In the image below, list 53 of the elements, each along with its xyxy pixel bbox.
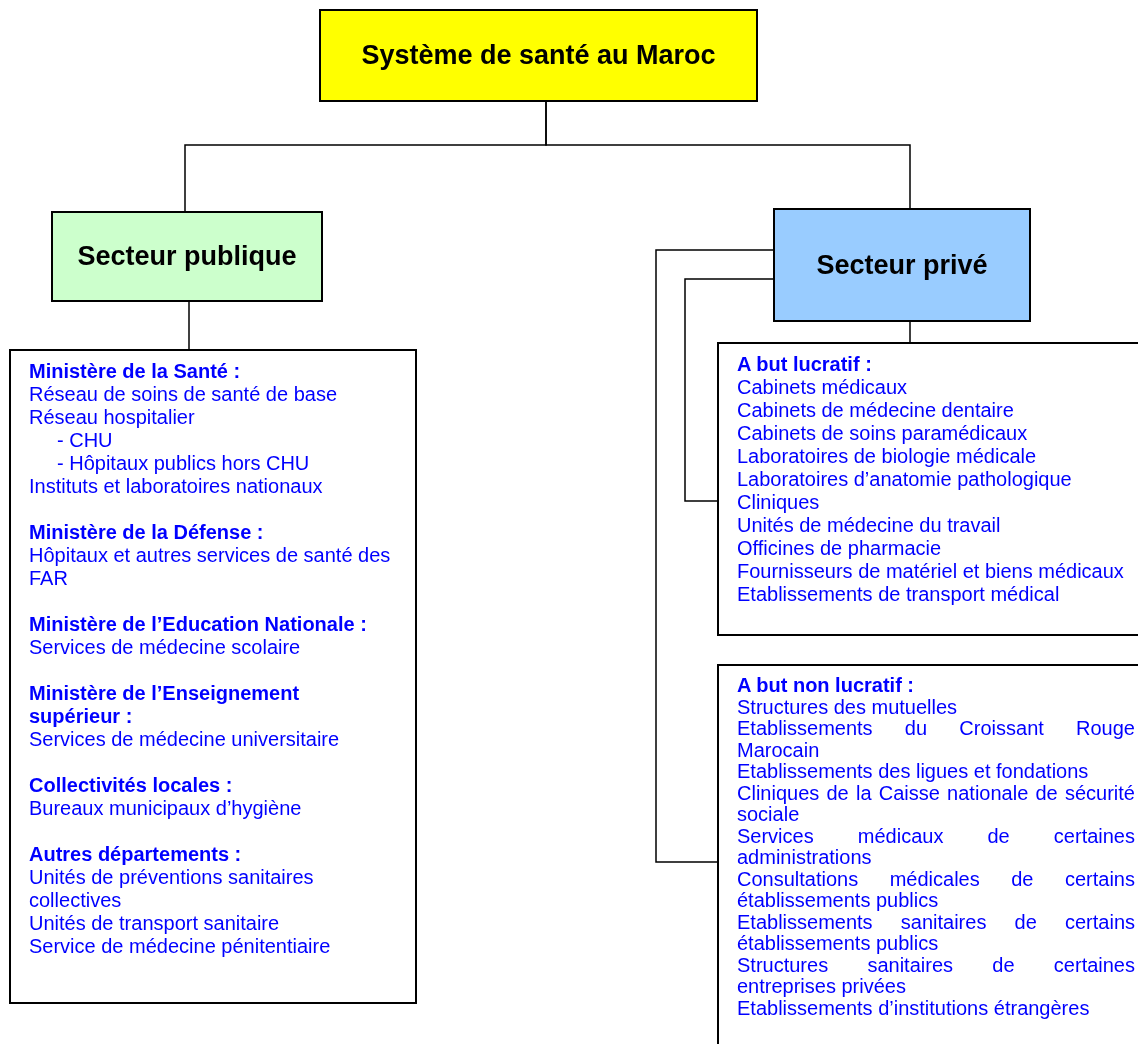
list-item: Officines de pharmacie (737, 537, 943, 560)
list-item: Etablissements sanitaires de certains établissements publics (737, 911, 1135, 955)
list-item: Unités de préventions sanitaires collectives (29, 866, 315, 912)
section-heading: Ministère de la Santé : (29, 360, 242, 383)
list-item: Hôpitaux et autres services de santé des FAR (29, 544, 392, 590)
list-item: Bureaux municipaux d’hygiène (29, 797, 303, 820)
section-heading: A but non lucratif : (737, 675, 915, 697)
list-item: Instituts et laboratoires nationaux (29, 475, 324, 498)
list-box (9, 349, 417, 1004)
section-heading: A but lucratif : (737, 353, 873, 376)
title-text: Système de santé au Maroc (361, 40, 716, 71)
list-item: Réseau hospitalier (29, 406, 196, 429)
list-item: Cliniques (737, 491, 821, 514)
connector-line (655, 249, 774, 863)
title-text: Secteur publique (77, 241, 297, 272)
list-box (717, 664, 1138, 1044)
list-item: - Hôpitaux publics hors CHU (56, 452, 311, 475)
list-item: Structures des mutuelles (737, 696, 959, 718)
list-item: Services médicaux de certaines administrations (737, 825, 1135, 869)
list-item: Etablissements des ligues et fondations (737, 761, 1090, 783)
list-item: Cabinets médicaux (737, 376, 909, 399)
list-item: Fournisseurs de matériel et biens médicaux (737, 560, 1125, 583)
list-item: Consultations médicales de certains établissements publics (737, 868, 1135, 912)
list-item: Services de médecine scolaire (29, 636, 302, 659)
list-box (717, 342, 1138, 636)
list-item: Services de médecine universitaire (29, 728, 341, 751)
connector-line (545, 101, 911, 209)
list-item: Cliniques de la Caisse nationale de sécurité sociale (737, 782, 1135, 826)
section-heading: Collectivités locales : (29, 774, 234, 797)
list-item: Etablissements d’institutions étrangères (737, 997, 1091, 1019)
list-item: Unités de médecine du travail (737, 514, 1002, 537)
list-item: Cabinets de médecine dentaire (737, 399, 1015, 422)
connector-line (909, 321, 911, 343)
list-item: Structures sanitaires de certaines entreprises privées (737, 954, 1135, 998)
title-box (773, 208, 1031, 322)
list-item: Laboratoires de biologie médicale (737, 445, 1038, 468)
connector-line (684, 278, 774, 502)
list-item: Réseau de soins de santé de base (29, 383, 338, 406)
section-heading: Ministère de la Défense : (29, 521, 265, 544)
title-box (319, 9, 758, 102)
title-text: Secteur privé (816, 249, 988, 281)
list-item: Cabinets de soins paramédicaux (737, 422, 1029, 445)
title-box (51, 211, 323, 302)
connector-line (188, 301, 190, 350)
list-item: - CHU (56, 429, 114, 452)
list-item: Unités de transport sanitaire (29, 912, 281, 935)
section-heading: Ministère de l’Enseignement supérieur : (29, 682, 301, 728)
list-item: Etablissements du Croissant Rouge Marocain (737, 718, 1135, 761)
section-heading: Ministère de l’Education Nationale : (29, 613, 368, 636)
list-item: Laboratoires d’anatomie pathologique (737, 468, 1073, 491)
list-item: Etablissements de transport médical (737, 583, 1061, 606)
list-item: Service de médecine pénitentiaire (29, 935, 332, 958)
section-heading: Autres départements : (29, 843, 243, 866)
